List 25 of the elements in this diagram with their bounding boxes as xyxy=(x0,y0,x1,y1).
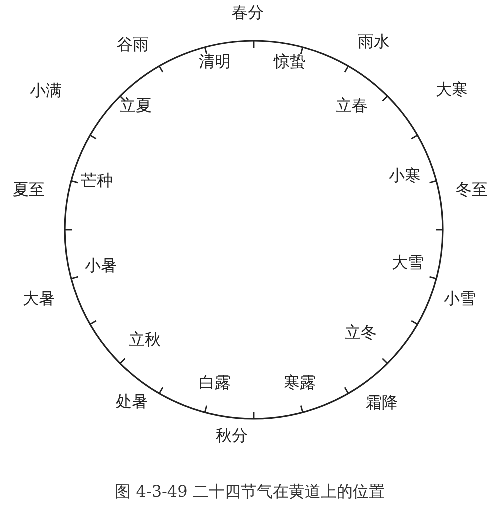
solar-term-label: 小暑 xyxy=(85,258,117,274)
solar-term-label: 雨水 xyxy=(358,34,390,50)
solar-term-label: 春分 xyxy=(232,5,264,21)
solar-term-label: 惊蛰 xyxy=(274,54,306,70)
solar-term-label: 谷雨 xyxy=(117,37,149,53)
solar-term-label: 大暑 xyxy=(23,291,55,307)
solar-term-label: 处暑 xyxy=(116,394,148,410)
solar-term-label: 清明 xyxy=(199,54,231,70)
solar-term-label: 立冬 xyxy=(345,325,377,341)
caption: 图 4-3-49 二十四节气在黄道上的位置 xyxy=(114,482,386,503)
solar-term-label: 白露 xyxy=(199,375,231,391)
solar-term-label: 寒露 xyxy=(284,375,316,391)
solar-term-label: 立春 xyxy=(336,98,368,114)
solar-term-label: 夏至 xyxy=(13,182,45,198)
solar-term-label: 大寒 xyxy=(436,82,468,98)
solar-term-label: 芒种 xyxy=(81,173,113,189)
solar-term-label: 小雪 xyxy=(444,291,476,307)
solar-term-label: 冬至 xyxy=(456,182,488,198)
solar-term-label: 小寒 xyxy=(389,168,421,184)
solar-term-label: 秋分 xyxy=(216,428,248,444)
solar-term-label: 大雪 xyxy=(392,255,424,271)
solar-term-label: 小满 xyxy=(30,83,62,99)
solar-term-label: 立夏 xyxy=(120,98,152,114)
solar-term-label: 霜降 xyxy=(366,395,398,411)
solar-term-label: 立秋 xyxy=(129,332,161,348)
